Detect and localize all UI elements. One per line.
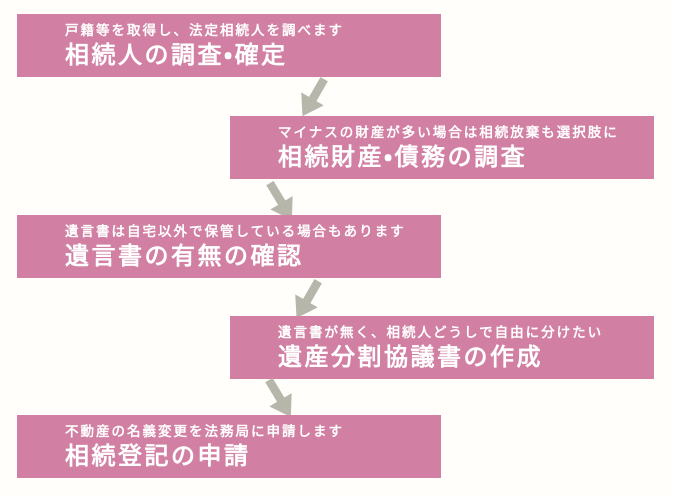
step-title: 遺産分割協議書の作成 — [278, 344, 543, 372]
step-title: 相続登記の申請 — [65, 443, 251, 471]
arrow-down-right-icon — [287, 278, 327, 322]
step-title: 遺言書の有無の確認 — [65, 243, 304, 271]
step-subtitle: マイナスの財産が多い場合は相続放棄も選択肢に — [278, 125, 619, 141]
step-box-2: マイナスの財産が多い場合は相続放棄も選択肢に 相続財産・債務の調査 — [230, 116, 654, 179]
step-subtitle: 不動産の名義変更を法務局に申請します — [65, 424, 344, 440]
step-box-4: 遺言書が無く、相続人どうしで自由に分けたい 遺産分割協議書の作成 — [230, 316, 654, 379]
arrow-down-left-icon — [260, 377, 300, 421]
step-title: 相続財産・債務の調査 — [278, 144, 528, 172]
arrow-down-right-icon — [293, 76, 333, 120]
step-box-5: 不動産の名義変更を法務局に申請します 相続登記の申請 — [17, 415, 441, 478]
step-box-1: 戸籍等を取得し、法定相続人を調べます 相続人の調査・確定 — [17, 14, 441, 77]
arrow-down-left-icon — [261, 180, 301, 224]
step-subtitle: 遺言書は自宅以外で保管している場合もあります — [65, 224, 406, 240]
step-subtitle: 戸籍等を取得し、法定相続人を調べます — [65, 23, 344, 39]
step-subtitle: 遺言書が無く、相続人どうしで自由に分けたい — [278, 325, 604, 341]
step-box-3: 遺言書は自宅以外で保管している場合もあります 遺言書の有無の確認 — [17, 215, 441, 278]
step-title: 相続人の調査・確定 — [65, 42, 288, 70]
